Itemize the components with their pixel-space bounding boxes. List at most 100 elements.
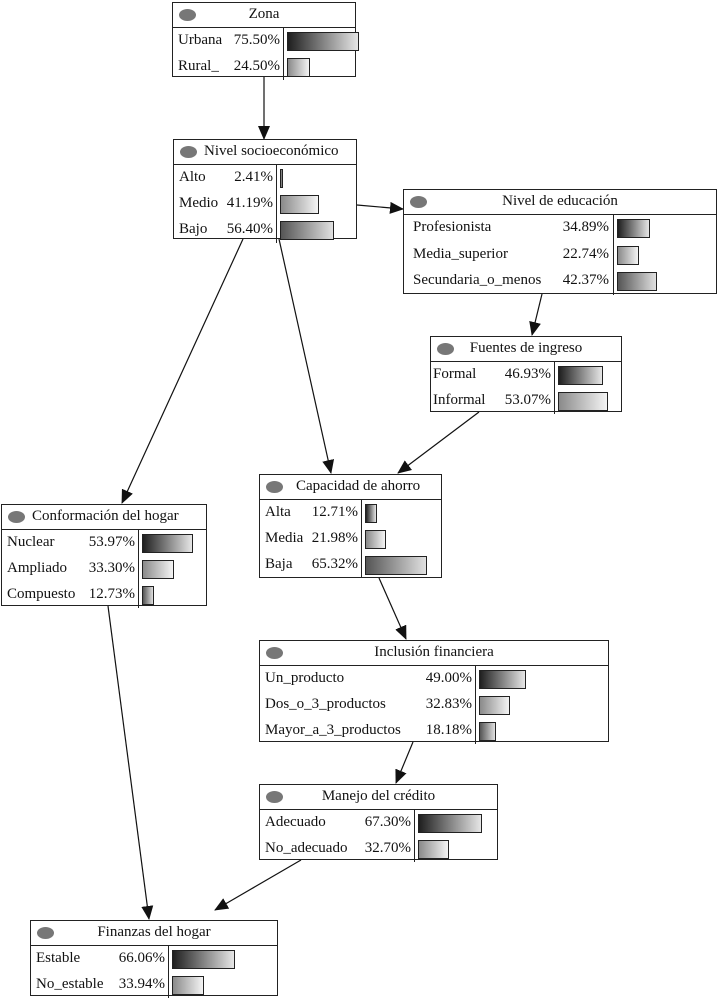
node-nivel-educacion[interactable]: Nivel de educación Profesionista 34.89% … [403, 189, 717, 295]
probability-bar [617, 219, 650, 238]
state-label: Mayor_a_3_productos [265, 722, 401, 738]
node-dot-icon [266, 791, 283, 803]
state-row: Alto 2.41% [174, 165, 356, 191]
probability-bar [280, 195, 319, 214]
node-title: Fuentes de ingreso [469, 340, 583, 356]
node-states: Urbana 75.50% Rural_ 24.50% [173, 28, 359, 80]
state-label: Informal [433, 392, 486, 408]
state-row: No_estable 33.94% [31, 972, 277, 998]
state-label: Nuclear [7, 534, 55, 550]
node-dot-icon [266, 481, 283, 493]
state-label: Dos_o_3_productos [265, 696, 386, 712]
state-label: Bajo [179, 221, 208, 237]
state-label: Rural_ [178, 58, 219, 74]
probability-bar [418, 814, 482, 833]
node-inclusion-financiera[interactable]: Inclusión financiera Un_producto 49.00% … [259, 640, 609, 744]
state-label: Estable [36, 950, 81, 966]
probability-bar [172, 976, 204, 995]
probability-bar [479, 696, 510, 715]
state-label: Alta [265, 504, 291, 520]
node-states: Formal 46.93% Informal 53.07% [431, 362, 621, 414]
state-label: Medio [179, 195, 219, 211]
node-dot-icon [410, 196, 427, 208]
state-value: 32.70% [364, 840, 411, 856]
probability-bar [280, 169, 283, 188]
probability-bar [365, 530, 386, 549]
node-zona[interactable]: Zona Urbana 75.50% Rural_ 24.50% [172, 2, 359, 80]
node-states: Adecuado 67.30% No_adecuado 32.70% [260, 810, 497, 862]
state-row: Media 21.98% [260, 526, 441, 552]
state-row: Alta 12.71% [260, 500, 441, 526]
state-label: Ampliado [7, 560, 67, 576]
state-label: No_adecuado [265, 840, 348, 856]
state-value: 67.30% [364, 814, 411, 830]
state-label: Profesionista [413, 219, 492, 235]
node-capacidad-ahorro[interactable]: Capacidad de ahorro Alta 12.71% Media 21… [259, 474, 442, 578]
state-value: 46.93% [504, 366, 551, 382]
node-states: Nuclear 53.97% Ampliado 33.30% Compuesto… [2, 530, 206, 608]
node-conformacion-hogar[interactable]: Conformación del hogar Nuclear 53.97% Am… [1, 504, 207, 608]
node-manejo-credito[interactable]: Manejo del crédito Adecuado 67.30% No_ad… [259, 784, 498, 862]
node-title: Conformación del hogar [32, 508, 179, 524]
node-dot-icon [180, 146, 197, 158]
state-label: Alto [179, 169, 206, 185]
state-row: Baja 65.32% [260, 552, 441, 578]
state-label: Baja [265, 556, 293, 572]
node-dot-icon [37, 927, 54, 939]
edge-conformacion-to-finanzas [107, 605, 154, 920]
probability-bar [142, 560, 174, 579]
node-title: Nivel socioeconómico [204, 143, 339, 159]
probability-bar [142, 586, 154, 605]
probability-bar [280, 221, 334, 240]
probability-bar [479, 722, 496, 741]
state-label: Urbana [178, 32, 223, 48]
state-label: Media [265, 530, 304, 546]
node-fuentes-ingreso[interactable]: Fuentes de ingreso Formal 46.93% Informa… [430, 336, 622, 414]
node-states: Alto 2.41% Medio 41.19% Bajo 56.40% [174, 165, 356, 243]
state-value: 34.89% [562, 219, 609, 235]
state-label: Media_superior [413, 245, 508, 262]
node-nivel-socioeconomico[interactable]: Nivel socioeconómico Alto 2.41% Medio 41… [173, 139, 357, 243]
state-row: Bajo 56.40% [174, 217, 356, 243]
node-dot-icon [179, 9, 196, 21]
probability-bar [617, 272, 657, 291]
state-row: Formal 46.93% [431, 362, 621, 388]
state-value: 42.37% [562, 272, 609, 288]
state-label: No_estable [36, 976, 104, 992]
edge-fuentes-to-capacidad [397, 411, 480, 474]
node-states: Alta 12.71% Media 21.98% Baja 65.32% [260, 500, 441, 578]
probability-bar [558, 366, 603, 385]
state-row: Urbana 75.50% [173, 28, 359, 54]
state-row: Informal 53.07% [431, 388, 621, 414]
probability-bar [558, 392, 608, 411]
state-row: Secundaria_o_menos 42.37% [404, 268, 716, 295]
state-value: 18.18% [425, 722, 472, 738]
node-title: Inclusión financiera [374, 644, 494, 660]
state-row: Ampliado 33.30% [2, 556, 206, 582]
state-value: 53.07% [504, 392, 551, 408]
state-label: Compuesto [7, 586, 76, 602]
state-row: Adecuado 67.30% [260, 810, 497, 836]
node-states: Estable 66.06% No_estable 33.94% [31, 946, 277, 998]
node-title: Finanzas del hogar [97, 924, 211, 940]
state-row: Rural_ 24.50% [173, 54, 355, 80]
node-dot-icon [437, 343, 454, 355]
state-label: Formal [433, 366, 477, 382]
edge-nivel_socio-to-capacidad [278, 238, 335, 474]
node-dot-icon [8, 511, 25, 523]
node-title: Manejo del crédito [321, 788, 436, 804]
probability-bar [172, 950, 235, 969]
state-value: 66.06% [118, 950, 165, 966]
state-label: Adecuado [265, 814, 326, 830]
state-value: 41.19% [226, 195, 273, 211]
state-value: 12.71% [311, 504, 358, 520]
node-dot-icon [266, 647, 283, 659]
probability-bar [365, 504, 377, 523]
node-title: Zona [248, 6, 280, 22]
state-value: 21.98% [311, 530, 358, 546]
state-value: 56.40% [226, 221, 273, 237]
state-value: 49.00% [425, 670, 472, 686]
state-row: Profesionista 34.89% [404, 215, 716, 242]
node-finanzas-hogar[interactable]: Finanzas del hogar Estable 66.06% No_est… [30, 920, 278, 998]
edge-nivel_edu-to-fuentes [529, 293, 543, 336]
